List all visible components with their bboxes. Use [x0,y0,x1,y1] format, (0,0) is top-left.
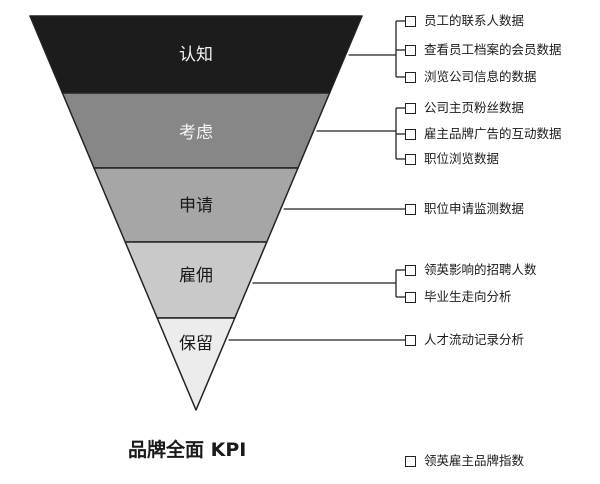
checkbox-icon[interactable] [405,455,416,467]
checkbox-icon[interactable] [405,291,416,303]
checkbox-icon[interactable] [405,128,416,140]
checkbox-icon[interactable] [405,44,416,56]
standalone-metric-item: 领英雇主品牌指数 [405,453,524,469]
funnel-segment-retention [156,317,236,411]
metric-label: 浏览公司信息的数据 [424,69,537,84]
stage-label-hiring: 雇佣 [179,266,213,286]
checkbox-icon[interactable] [405,71,416,83]
metric-item: 职位申请监测数据 [405,201,524,217]
metric-label: 领英影响的招聘人数 [424,262,537,277]
metric-label: 职位浏览数据 [424,151,500,166]
metric-item: 员工的联系人数据 [405,13,524,29]
checkbox-icon[interactable] [405,334,416,346]
stage-label-awareness: 认知 [179,45,213,65]
checkbox-icon[interactable] [405,102,416,114]
metric-label: 雇主品牌广告的互动数据 [424,126,562,141]
metric-label: 公司主页粉丝数据 [424,100,525,115]
stage-label-consideration: 考虑 [179,123,213,143]
metric-item: 领英影响的招聘人数 [405,262,537,278]
stage-label-application: 申请 [179,196,213,216]
metric-label: 毕业生走向分析 [424,289,512,304]
diagram-title: 品牌全面 KPI [128,439,247,461]
metric-label: 人才流动记录分析 [424,332,525,347]
metric-item: 查看员工档案的会员数据 [405,42,562,58]
metric-item: 职位浏览数据 [405,151,499,167]
metric-item: 公司主页粉丝数据 [405,100,524,116]
metric-label: 职位申请监测数据 [424,201,525,216]
checkbox-icon[interactable] [405,203,416,215]
standalone-metric-label: 领英雇主品牌指数 [424,453,525,468]
checkbox-icon[interactable] [405,264,416,276]
checkbox-icon[interactable] [405,15,416,27]
checkbox-icon[interactable] [405,153,416,165]
stage-label-retention: 保留 [179,334,213,354]
metric-item: 浏览公司信息的数据 [405,69,537,85]
metric-item: 雇主品牌广告的互动数据 [405,126,562,142]
metric-item: 毕业生走向分析 [405,289,512,305]
metric-label: 员工的联系人数据 [424,13,525,28]
metric-item: 人才流动记录分析 [405,332,524,348]
metric-label: 查看员工档案的会员数据 [424,42,562,57]
